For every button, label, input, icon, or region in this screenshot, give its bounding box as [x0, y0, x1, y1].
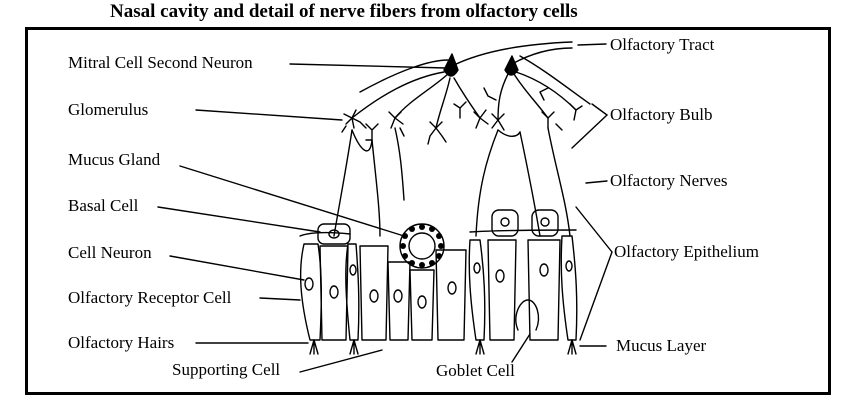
olfactory-nerve — [497, 129, 521, 137]
receptor-cell — [345, 243, 360, 341]
label-olfactory-tract: Olfactory Tract — [610, 35, 715, 54]
mitral-cell-body — [504, 55, 519, 76]
glomerulus-left — [341, 109, 405, 141]
label-glomerulus: Glomerulus — [68, 100, 149, 119]
olfactory-hairs — [309, 339, 577, 355]
basal-cell — [531, 209, 559, 237]
label-olfactory-hairs: Olfactory Hairs — [68, 333, 175, 352]
figure-title: Nasal cavity and detail of nerve fibers … — [110, 1, 578, 22]
olfactory-nerve — [547, 127, 571, 237]
label-olfactory-nerves: Olfactory Nerves — [610, 171, 728, 190]
olfactory-nerve — [351, 129, 373, 152]
supporting-cell — [319, 245, 349, 341]
goblet-cell — [515, 299, 540, 331]
olfactory-epithelium — [299, 229, 578, 341]
olfactory-nerve — [475, 129, 499, 237]
olfactory-nerve — [519, 131, 541, 237]
mucus-gland — [399, 223, 445, 269]
label-olfactory-bulb: Olfactory Bulb — [610, 105, 713, 124]
supporting-cell — [527, 239, 561, 341]
basal-cell — [491, 209, 519, 237]
olfactory-nerve — [371, 139, 381, 237]
olfactory-tract-fiber — [511, 47, 573, 65]
glomerulus-middle — [427, 87, 497, 145]
supporting-cell — [359, 245, 389, 341]
supporting-cell — [387, 261, 411, 341]
receptor-cell — [468, 239, 486, 341]
label-olfactory-epithelium: Olfactory Epithelium — [614, 242, 759, 261]
label-mucus-layer: Mucus Layer — [616, 336, 707, 355]
receptor-cell — [299, 243, 323, 341]
label-mucus-gland: Mucus Gland — [68, 150, 161, 169]
mitral-cell-body — [443, 53, 459, 77]
supporting-cell — [487, 239, 517, 341]
olfactory-tract-fiber — [451, 41, 573, 67]
olfactory-bulb-outline — [359, 59, 449, 93]
olfactory-nerve — [333, 129, 353, 237]
olfactory-nerve — [394, 127, 405, 201]
label-mitral-cell: Mitral Cell Second Neuron — [68, 53, 253, 72]
glomerulus-right — [491, 87, 583, 131]
diagram-frame — [25, 27, 831, 395]
label-goblet-cell: Goblet Cell — [436, 361, 515, 380]
supporting-cell — [409, 269, 435, 341]
label-supporting-cell: Supporting Cell — [172, 360, 281, 379]
label-olfactory-receptor-cell: Olfactory Receptor Cell — [68, 288, 232, 307]
label-basal-cell: Basal Cell — [68, 196, 139, 215]
label-cell-neuron: Cell Neuron — [68, 243, 152, 262]
receptor-cell — [560, 235, 578, 341]
supporting-cell — [435, 249, 467, 341]
